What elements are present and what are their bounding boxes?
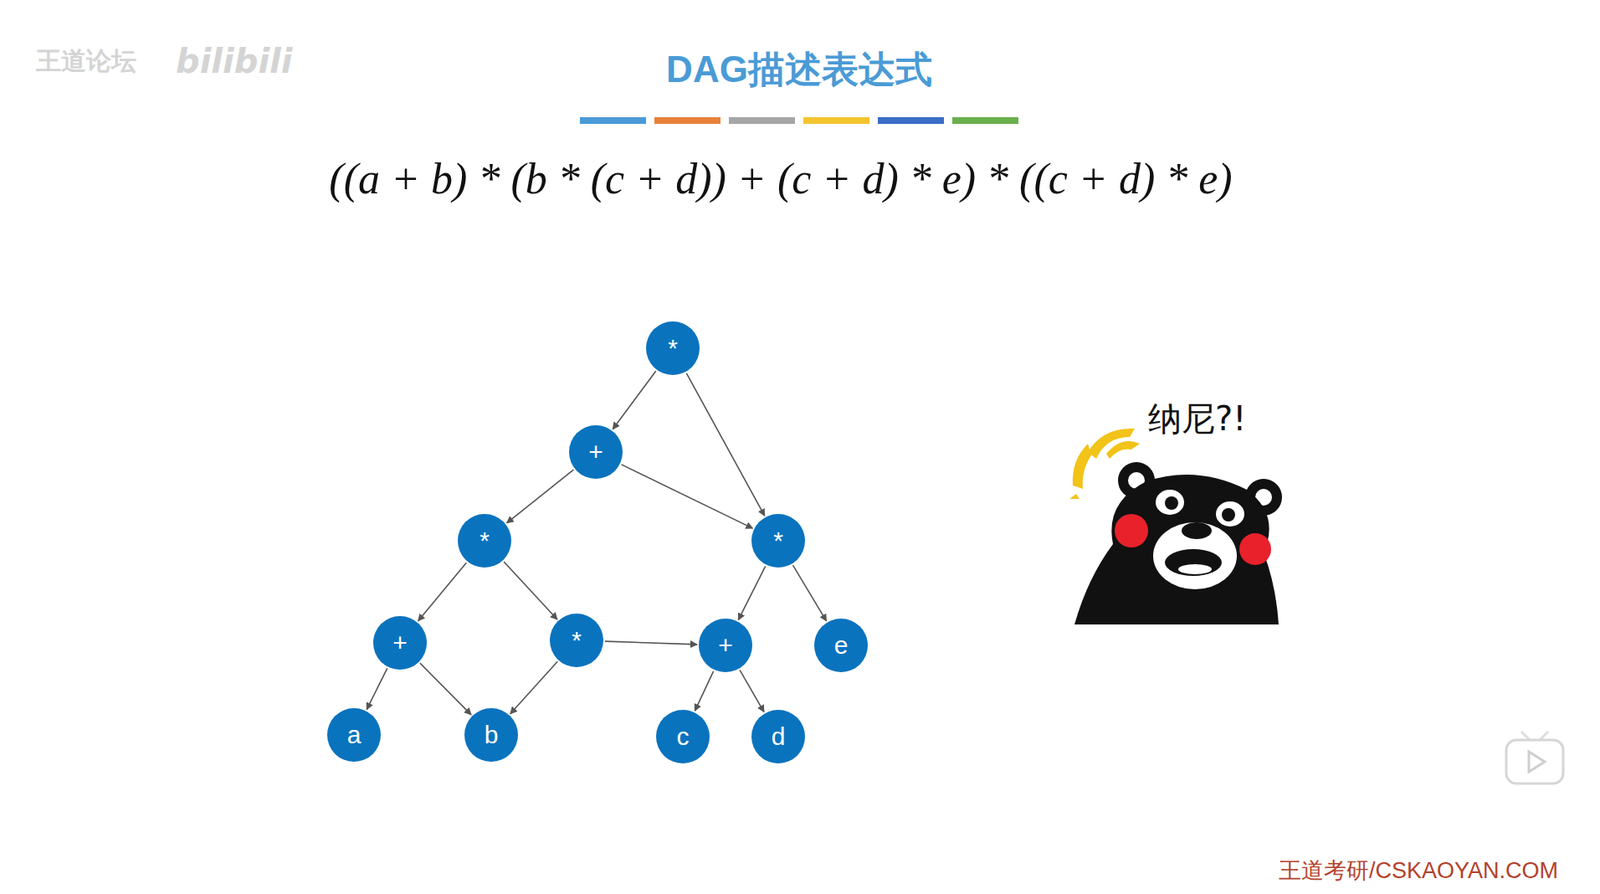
node-label: +	[717, 630, 734, 660]
dag-edge	[366, 667, 388, 709]
graph-node: b	[464, 707, 518, 762]
node-label: c	[676, 722, 690, 751]
graph-node: a	[327, 707, 381, 762]
dag-edge	[605, 641, 698, 645]
speech-text: 纳尼?!	[1148, 395, 1247, 442]
dag-edge	[510, 661, 558, 714]
dag-edge	[738, 565, 765, 620]
title: DAG描述表达式	[666, 45, 933, 95]
node-label: *	[479, 526, 490, 555]
node-label: a	[347, 720, 362, 749]
node-label: d	[771, 722, 786, 751]
dag-edge	[621, 464, 754, 529]
node-label: +	[588, 437, 604, 467]
graph-node: e	[814, 618, 868, 672]
node-label: *	[773, 526, 784, 555]
dag-edge	[418, 562, 467, 621]
node-label: *	[571, 625, 582, 655]
graph-node: c	[656, 709, 710, 764]
title-bars	[579, 117, 1019, 124]
graph-node: +	[373, 615, 427, 670]
watermark: bilibili	[175, 41, 293, 81]
graph-node: +	[569, 425, 623, 479]
watermark: 王道论坛	[35, 44, 137, 79]
dag-edge	[612, 370, 656, 429]
node-label: e	[834, 630, 849, 660]
dag-edge	[792, 564, 826, 621]
graph-node: d	[751, 709, 806, 764]
node-label: *	[667, 333, 678, 363]
bear-illustration	[1069, 428, 1283, 625]
dag-edge	[739, 669, 765, 712]
dag-edge	[507, 469, 575, 524]
dag-edge	[420, 662, 472, 715]
expression: ((a + b) * (b * (c + d)) + (c + d) * e) …	[328, 153, 1232, 204]
graph-node: +	[698, 618, 753, 672]
graph-node: *	[646, 321, 700, 375]
dag-edge	[694, 671, 713, 711]
play-icon	[1506, 731, 1564, 784]
graph-node: *	[457, 513, 512, 568]
dag-edge	[686, 373, 765, 516]
graph-node: *	[751, 513, 806, 568]
graph-node: *	[549, 613, 604, 667]
node-label: b	[484, 720, 499, 749]
footer-brand: 王道考研/CSKAOYAN.COM	[1278, 855, 1559, 886]
node-label: +	[392, 628, 408, 657]
dag-edge	[503, 561, 558, 620]
